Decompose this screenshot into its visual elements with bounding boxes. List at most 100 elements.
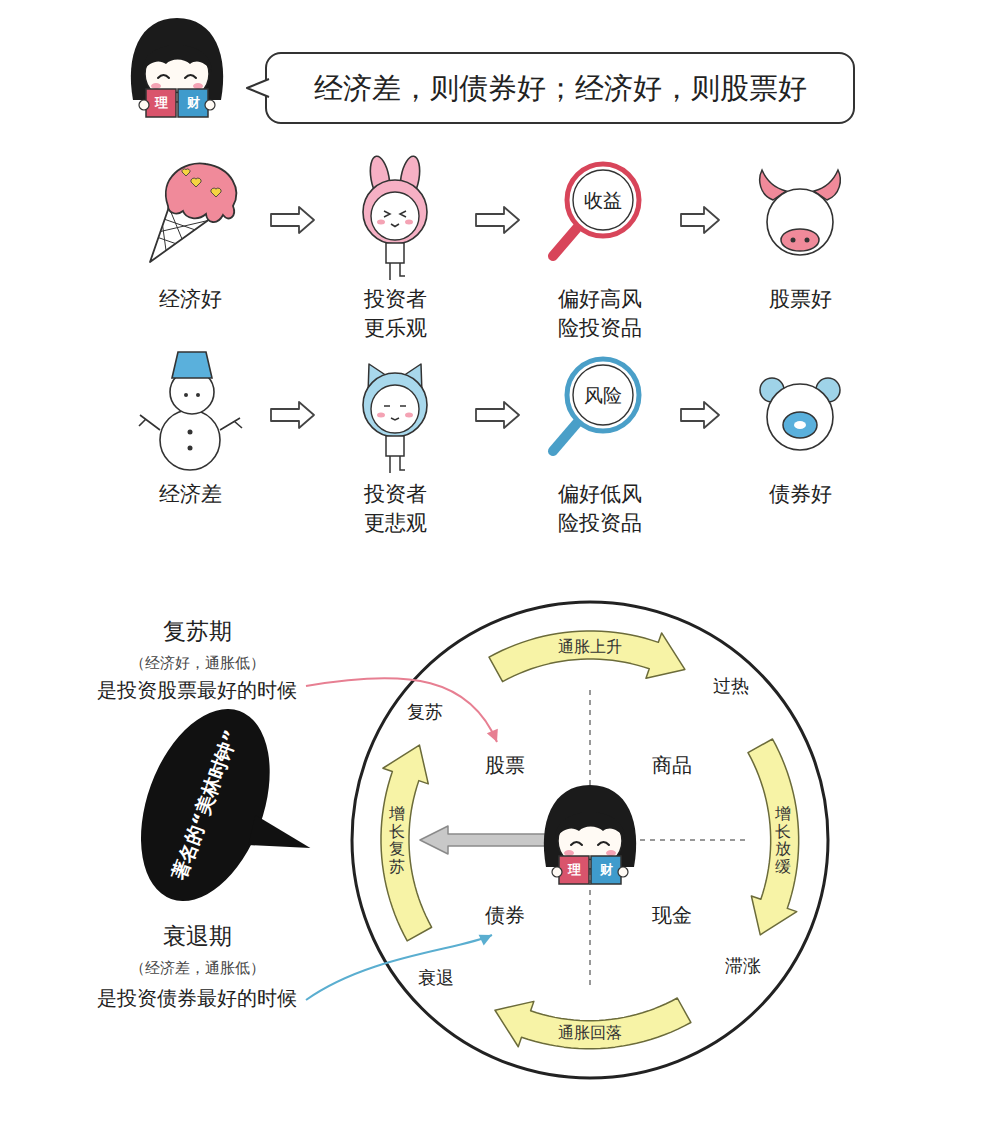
- magnifier-lens: [567, 164, 639, 236]
- leader-curve: [306, 678, 497, 742]
- band-text: 通胀上升: [558, 637, 622, 656]
- band-arrow: [495, 998, 691, 1049]
- leader-arrowhead: [479, 935, 492, 946]
- bear-nose: [783, 412, 817, 438]
- icon-caption: 经济好: [159, 285, 222, 314]
- icon-node: 债券好: [725, 350, 875, 509]
- quadrant-label: 债券: [485, 903, 525, 927]
- face: [371, 385, 419, 433]
- band-text: 增长复苏: [389, 805, 405, 875]
- legs: [390, 263, 405, 280]
- callout-heading: 衰退期: [163, 923, 232, 951]
- girl-avatar: [544, 785, 636, 884]
- lens-rim: [573, 365, 633, 425]
- phase-label: 衰退: [418, 967, 454, 989]
- leader-arrowhead: [487, 729, 498, 742]
- band-arrow: [748, 739, 799, 935]
- hollow-arrow: [271, 402, 314, 428]
- ice-cream-scoop: [166, 163, 236, 222]
- band-arrow: [489, 631, 685, 682]
- icon-node: 经济差: [115, 350, 265, 509]
- bull-nose: [781, 229, 819, 251]
- hollow-arrow: [681, 402, 719, 428]
- phase-label: 滞涨: [725, 955, 761, 977]
- icon-caption: 经济差: [159, 480, 222, 509]
- cheek: [377, 220, 385, 225]
- icon-caption: 投资者 更悲观: [360, 480, 430, 538]
- cheek: [405, 413, 413, 418]
- icon-caption: 偏好低风 险投资品: [554, 480, 645, 538]
- magnifier-handle: [553, 423, 577, 451]
- cycle-band: 增长放缓: [745, 736, 802, 938]
- face: [371, 192, 419, 240]
- heart: [191, 178, 201, 187]
- hood: [363, 373, 427, 437]
- callout-note: （经济好，通胀低）: [130, 654, 265, 672]
- quadrant-label: 现金: [652, 903, 692, 927]
- face-marks: [384, 406, 406, 420]
- band-shape: [745, 736, 802, 938]
- lens-text: 风险: [584, 384, 622, 407]
- lens-text: 收益: [584, 189, 622, 212]
- icon-caption: 债券好: [769, 480, 832, 509]
- snowman-body: [160, 410, 220, 470]
- hood: [363, 180, 427, 244]
- eye: [184, 393, 188, 397]
- hollow-arrow: [476, 207, 519, 233]
- bull-head: [767, 189, 833, 255]
- cycle-band: 通胀回落: [492, 995, 694, 1052]
- bucket-hat: [172, 352, 212, 378]
- button: [188, 446, 193, 451]
- cycle-band: 增长复苏: [378, 742, 435, 944]
- heart: [182, 169, 190, 176]
- callout-note: （经济差，通胀低）: [130, 959, 265, 977]
- bubble-text: 经济差，则债券好；经济好，则股票好: [314, 71, 807, 106]
- callout-text: 是投资股票最好的时候: [97, 678, 297, 702]
- book-char: 理: [155, 95, 168, 111]
- blob-body: [137, 705, 294, 905]
- cycle-band: 通胀上升: [486, 628, 688, 685]
- lens-rim: [573, 170, 633, 230]
- speech-blob: 著名的“美林时钟”: [137, 705, 314, 905]
- bubble-tail: [247, 79, 269, 97]
- band-arrow: [381, 745, 432, 941]
- icon-caption: 股票好: [769, 285, 832, 314]
- band-shape: [378, 742, 435, 944]
- quadrant-label: 股票: [485, 753, 525, 777]
- book-char: 财: [187, 95, 200, 111]
- nostril: [805, 238, 810, 243]
- icon-node: 股票好: [725, 155, 875, 314]
- magnifier-node: 风险偏好低风 险投资品: [525, 350, 675, 538]
- magnifier-node: 收益偏好高风 险投资品: [525, 155, 675, 343]
- bubble-tail: [246, 77, 269, 99]
- nostril: [791, 238, 796, 243]
- icon-caption: 投资者 更乐观: [360, 285, 430, 343]
- eye: [196, 393, 200, 397]
- magnifier-handle: [553, 228, 577, 256]
- body: [386, 243, 404, 263]
- legs: [390, 456, 405, 473]
- icon-node: 投资者 更乐观: [320, 155, 470, 343]
- hollow-arrow: [681, 207, 719, 233]
- blob-tail: [248, 815, 310, 848]
- quadrant-label: 商品: [652, 753, 692, 777]
- icon-caption: 偏好高风 险投资品: [554, 285, 645, 343]
- callout-heading: 复苏期: [163, 618, 232, 646]
- cheek: [377, 413, 385, 418]
- band-text: 通胀回落: [558, 1023, 622, 1042]
- bear-nose-hole: [794, 421, 806, 429]
- leader-curve: [306, 935, 492, 1000]
- button: [188, 430, 193, 435]
- body: [386, 436, 404, 456]
- hollow-arrow: [476, 402, 519, 428]
- band-text: 增长放缓: [775, 805, 791, 875]
- clock-hand: [420, 826, 560, 854]
- book-char: 财: [600, 862, 613, 878]
- girl-avatar: [131, 18, 223, 117]
- speech-bubble: 经济差，则债券好；经济好，则股票好: [265, 52, 855, 124]
